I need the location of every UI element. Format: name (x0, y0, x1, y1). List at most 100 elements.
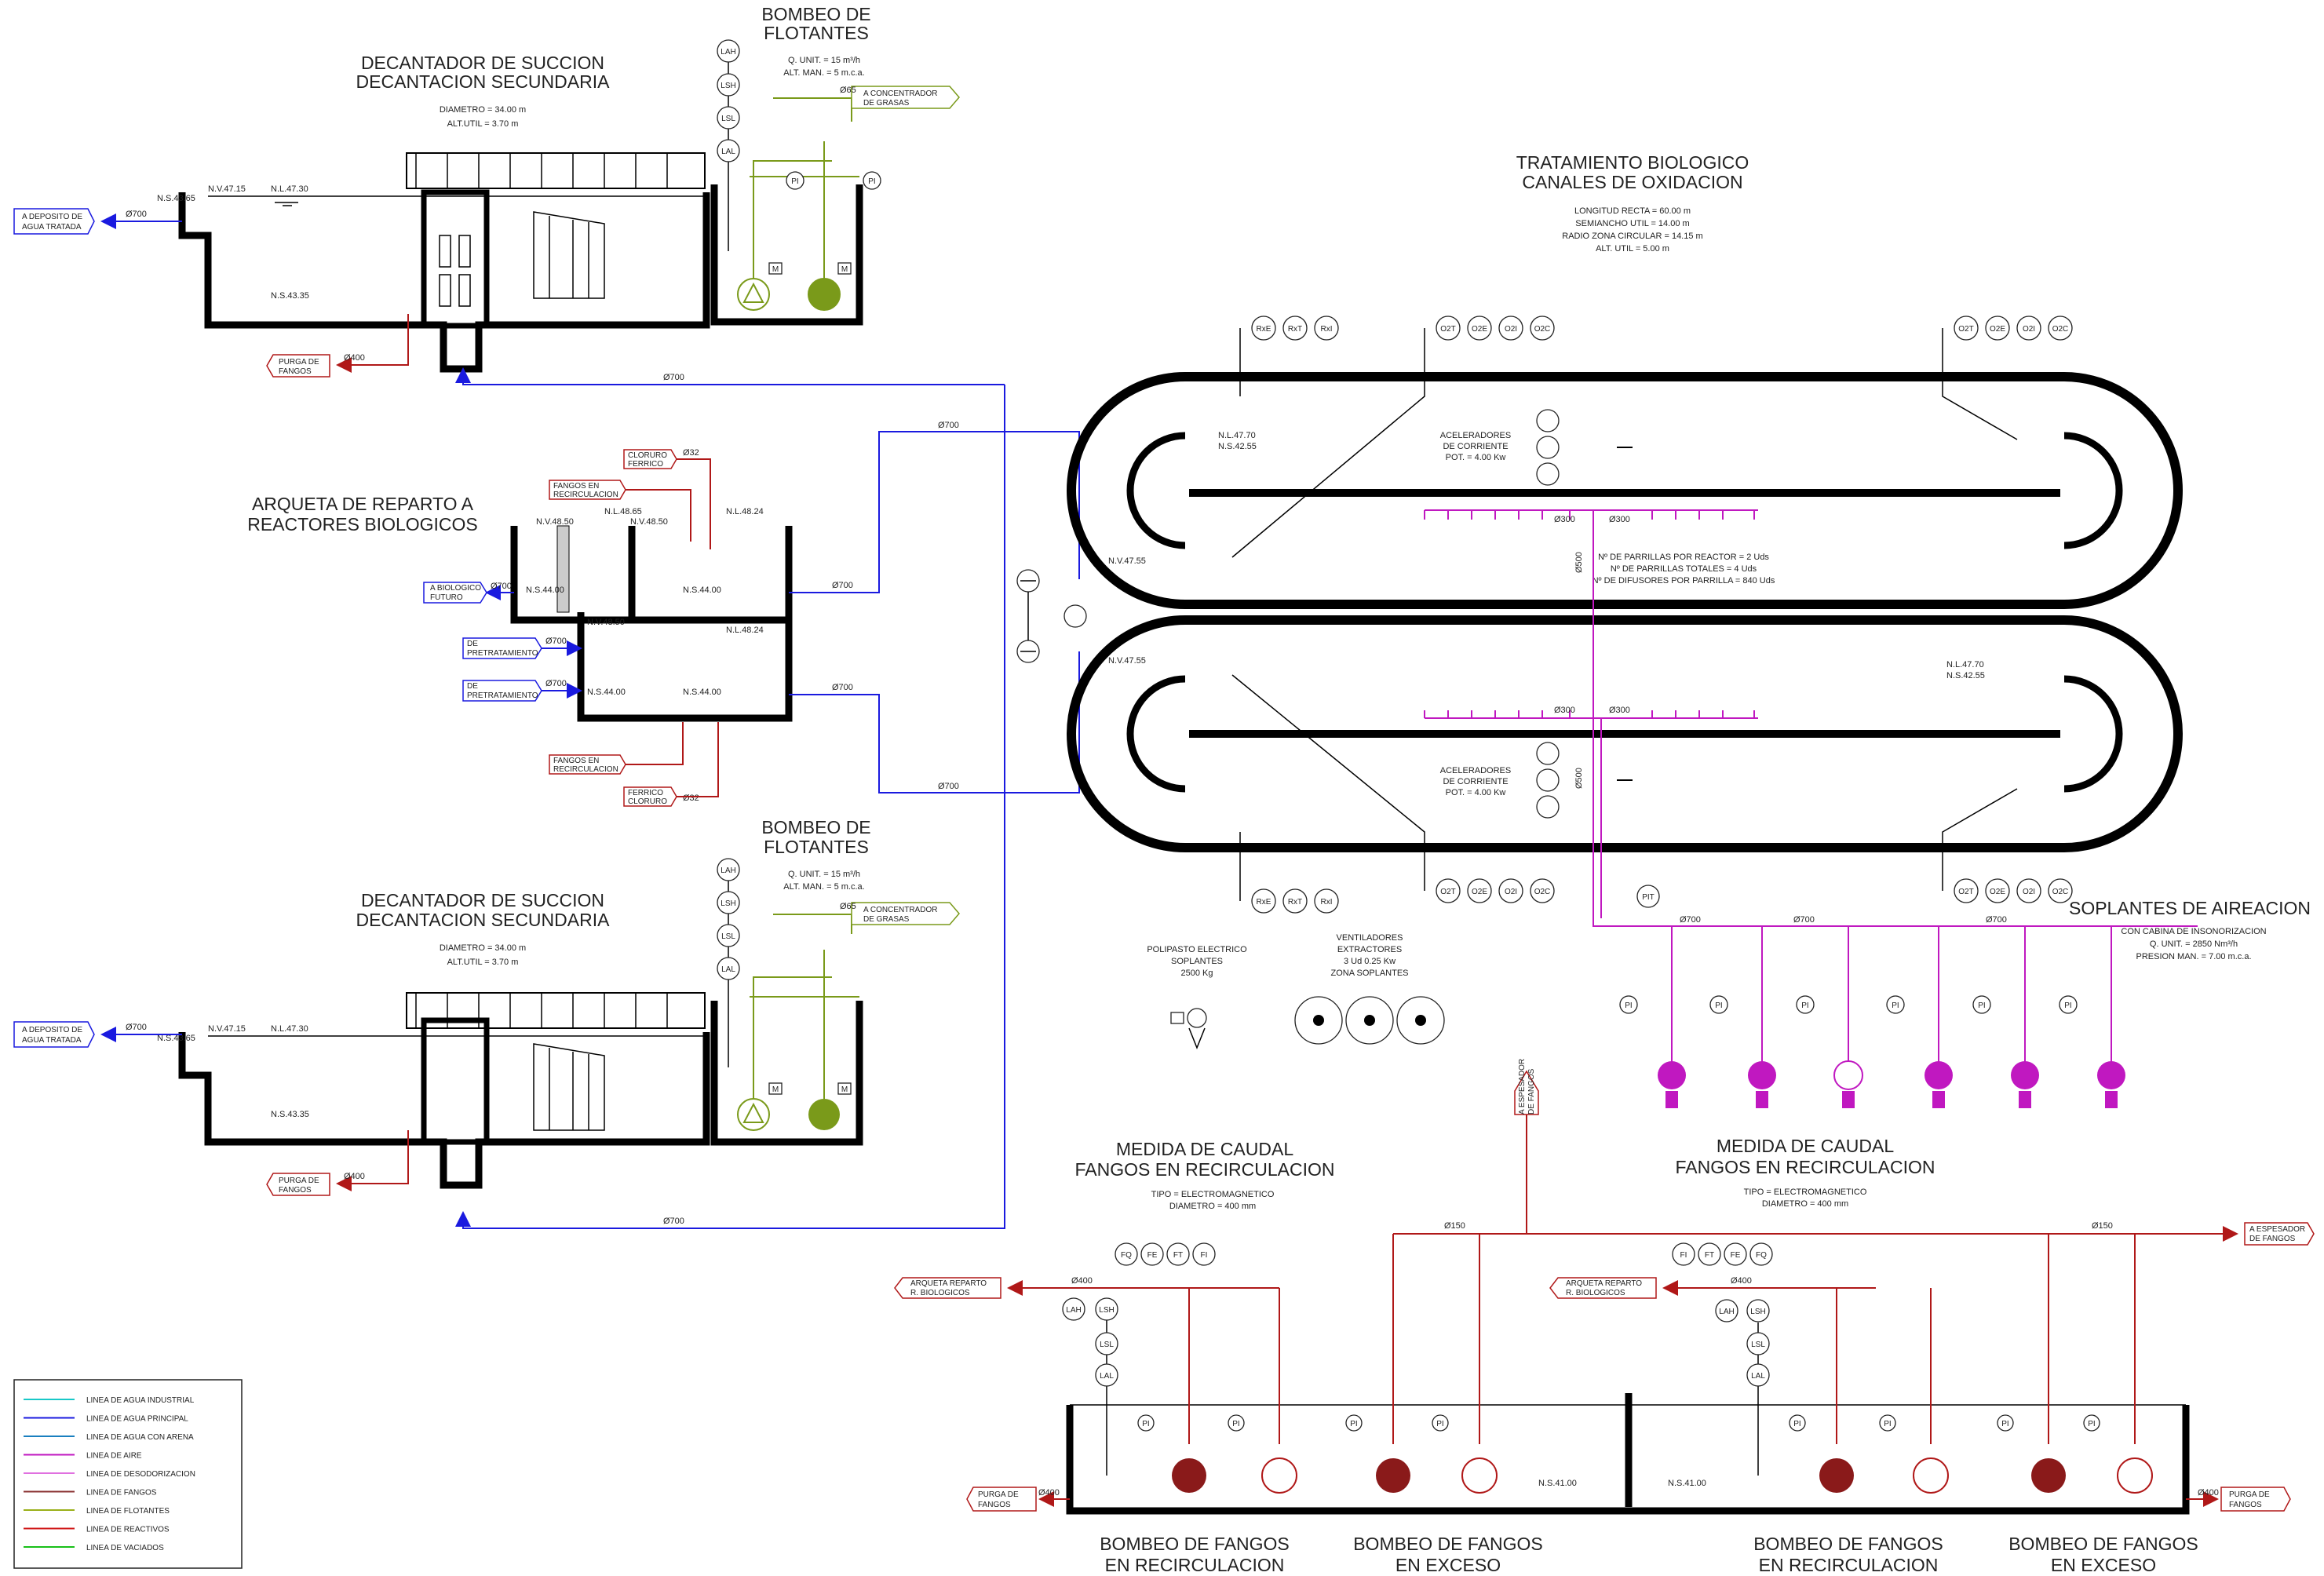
svg-text:PRETRATAMIENTO: PRETRATAMIENTO (467, 649, 538, 658)
svg-text:MEDIDA DE CAUDAL: MEDIDA DE CAUDAL (1116, 1139, 1293, 1159)
reactor-a-o2-instruments-2: O2T O2E O2I O2C (1942, 316, 2073, 440)
svg-text:O2I: O2I (1505, 325, 1517, 334)
svg-text:Ø700: Ø700 (126, 1023, 147, 1032)
svg-text:O2C: O2C (2052, 325, 2069, 334)
svg-text:Ø700: Ø700 (126, 210, 147, 219)
svg-text:N.S.42.55: N.S.42.55 (1946, 671, 1985, 680)
svg-text:FANGOS EN RECIRCULACION: FANGOS EN RECIRCULACION (1676, 1157, 1935, 1177)
decantador-top-central-column (421, 189, 490, 329)
svg-text:Ø500: Ø500 (1574, 768, 1584, 789)
svg-text:LSH: LSH (1750, 1308, 1765, 1316)
svg-text:PURGA DE: PURGA DE (978, 1490, 1019, 1499)
svg-text:PI: PI (1884, 1420, 1891, 1428)
svg-text:FT: FT (1173, 1251, 1183, 1260)
legend-label: LINEA DE AGUA CON ARENA (86, 1433, 194, 1442)
svg-text:EN EXCESO: EN EXCESO (2051, 1555, 2156, 1575)
svg-text:EXTRACTORES: EXTRACTORES (1337, 945, 1402, 954)
svg-text:Ø700: Ø700 (832, 683, 853, 692)
tratamiento-title-1: TRATAMIENTO BIOLOGICO (1516, 152, 1749, 173)
svg-text:TIPO = ELECTROMAGNETICO: TIPO = ELECTROMAGNETICO (1744, 1187, 1867, 1197)
decantador-bottom-title-2: DECANTACION SECUNDARIA (356, 910, 611, 930)
svg-text:LAL: LAL (721, 148, 735, 156)
decantador-top-bridge (406, 152, 706, 189)
svg-text:BOMBEO DE: BOMBEO DE (761, 817, 870, 837)
arqueta-title-2: REACTORES BIOLOGICOS (247, 514, 478, 534)
reactor-b-o2-instruments-1: O2T O2E O2I O2C (1231, 674, 1555, 903)
blower-2: PI (1709, 926, 1776, 1108)
svg-text:POT. = 4.00 Kw: POT. = 4.00 Kw (1446, 788, 1506, 797)
svg-text:A BIOLOGICO: A BIOLOGICO (430, 584, 481, 593)
svg-text:VENTILADORES: VENTILADORES (1337, 933, 1403, 943)
svg-text:SEMIANCHO UTIL = 14.00 m: SEMIANCHO UTIL = 14.00 m (1575, 219, 1689, 228)
svg-text:POLIPASTO ELECTRICO: POLIPASTO ELECTRICO (1147, 945, 1247, 954)
svg-text:N.V.47.55: N.V.47.55 (1108, 556, 1146, 566)
svg-text:FLOTANTES: FLOTANTES (764, 837, 869, 857)
pump-icon (1461, 1457, 1498, 1494)
svg-text:N.S.43.65: N.S.43.65 (157, 1034, 195, 1043)
decantador-top-nv: N.V.47.15 (208, 184, 246, 194)
blower-1: PI (1619, 926, 1686, 1108)
svg-text:N.S.42.55: N.S.42.55 (1218, 442, 1257, 451)
svg-text:O2C: O2C (1534, 888, 1551, 896)
svg-text:O2I: O2I (1505, 888, 1517, 896)
legend-label: LINEA DE AIRE (86, 1452, 142, 1461)
svg-text:2500 Kg: 2500 Kg (1181, 969, 1213, 978)
svg-text:Nº DE PARRILLAS TOTALES = 4 Ud: Nº DE PARRILLAS TOTALES = 4 Uds (1611, 564, 1757, 574)
reactor-a-rx-instruments: RxE RxT RxI (1239, 316, 1339, 396)
svg-text:M: M (772, 1085, 779, 1094)
svg-text:O2T: O2T (1440, 325, 1455, 334)
svg-text:M: M (772, 265, 779, 274)
reactor-a-o2-instruments-1: O2T O2E O2I O2C (1231, 316, 1555, 558)
svg-text:DE CORRIENTE: DE CORRIENTE (1443, 442, 1508, 451)
svg-text:Ø150: Ø150 (1444, 1221, 1465, 1231)
svg-text:N.S.41.00: N.S.41.00 (1538, 1479, 1577, 1488)
svg-text:R. BIOLOGICOS: R. BIOLOGICOS (1566, 1289, 1625, 1297)
svg-text:LSL: LSL (721, 932, 735, 941)
sludge-pumps: PI PI PI PI PI PI PI PI (1137, 1234, 2153, 1494)
svg-text:Ø65: Ø65 (840, 902, 856, 911)
svg-text:RxI: RxI (1321, 898, 1333, 907)
svg-text:PI: PI (1232, 1420, 1239, 1428)
air-manifold (1593, 510, 2198, 927)
svg-text:O2C: O2C (2052, 888, 2069, 896)
decantador-top-spec-2: ALT.UTIL = 3.70 m (447, 119, 519, 129)
svg-text:PRETRATAMIENTO: PRETRATAMIENTO (467, 691, 538, 700)
svg-text:ALT. MAN. = 5 m.c.a.: ALT. MAN. = 5 m.c.a. (783, 882, 864, 892)
svg-text:FT: FT (1705, 1251, 1714, 1260)
bombeo-flot-top-title-2: FLOTANTES (764, 23, 869, 43)
svg-text:FE: FE (1147, 1251, 1158, 1260)
bombeo-flot-top-pit (710, 184, 863, 326)
svg-text:PI: PI (2088, 1420, 2095, 1428)
decantador-top-spec-1: DIAMETRO = 34.00 m (440, 105, 526, 115)
svg-text:ARQUETA REPARTO: ARQUETA REPARTO (910, 1279, 987, 1288)
svg-text:FI: FI (1201, 1251, 1208, 1260)
svg-text:O2I: O2I (2023, 325, 2035, 334)
svg-text:PI: PI (1625, 1001, 1632, 1010)
svg-text:Ø400: Ø400 (344, 353, 365, 363)
svg-text:A CONCENTRADOR: A CONCENTRADOR (863, 89, 937, 98)
svg-text:O2E: O2E (1472, 888, 1487, 896)
svg-text:Ø700: Ø700 (491, 582, 512, 591)
svg-text:N.V.47.15: N.V.47.15 (208, 1024, 246, 1034)
svg-text:Ø700: Ø700 (1986, 915, 2007, 925)
legend-label: LINEA DE FLOTANTES (86, 1507, 170, 1516)
line-to-espesador: A ESPESADOR DE FANGOS Ø150 Ø150 A ESPESA… (1393, 1059, 2315, 1246)
svg-text:PI: PI (1715, 1001, 1722, 1010)
svg-text:LAH: LAH (721, 866, 735, 875)
svg-text:Ø300: Ø300 (1609, 515, 1630, 524)
svg-text:LSH: LSH (1099, 1306, 1114, 1315)
svg-text:DE FANGOS: DE FANGOS (2249, 1235, 2296, 1243)
svg-text:PI: PI (1142, 1420, 1149, 1428)
pump-icon (1261, 1457, 1297, 1494)
svg-text:M: M (841, 1085, 848, 1094)
svg-text:FANGOS: FANGOS (279, 1186, 312, 1195)
reactor-b-outline (1067, 615, 2183, 852)
svg-text:PI: PI (1978, 1001, 1985, 1010)
decantador-top-tank (178, 192, 710, 373)
svg-text:N.V.48.50: N.V.48.50 (536, 517, 574, 527)
reactor-a-outline (1067, 372, 2183, 609)
svg-text:PI: PI (2001, 1420, 2008, 1428)
deposito-top-label-1: A DEPOSITO DE (22, 213, 82, 221)
